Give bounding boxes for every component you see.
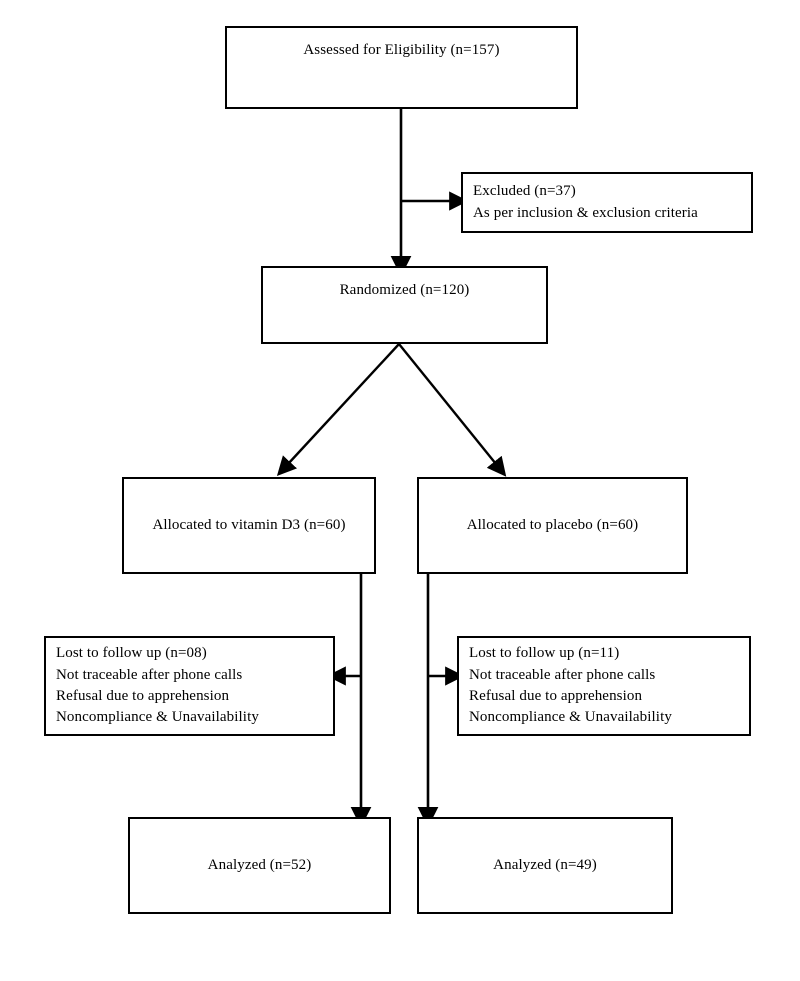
connector-randomized-to-vitamin-d3 (276, 343, 400, 476)
node-randomized: Randomized (n=120) (261, 266, 548, 344)
node-lost-to-follow-up-vitamin-d3: Lost to follow up (n=08) Not traceable a… (44, 636, 335, 736)
node-assessed-label: Assessed for Eligibility (n=157) (303, 42, 500, 58)
node-allocated-placebo-label: Allocated to placebo (n=60) (466, 516, 639, 533)
node-analyzed-placebo-label: Analyzed (n=49) (493, 856, 597, 873)
node-lost-to-follow-up-placebo: Lost to follow up (n=11) Not traceable a… (457, 636, 751, 736)
node-analyzed-vitamin-d3-label: Analyzed (n=52) (207, 856, 312, 873)
node-excluded: Excluded (n=37) As per inclusion & exclu… (461, 172, 753, 233)
node-allocated-placebo: Allocated to placebo (n=60) (417, 477, 688, 574)
node-analyzed-placebo: Analyzed (n=49) (417, 817, 673, 914)
node-assessed-for-eligibility: Assessed for Eligibility (n=157) (225, 26, 578, 109)
node-randomized-label: Randomized (n=120) (339, 282, 470, 298)
node-excluded-label: Excluded (n=37) As per inclusion & exclu… (473, 183, 698, 221)
node-lost-to-follow-up-placebo-label: Lost to follow up (n=11) Not traceable a… (469, 645, 672, 726)
node-lost-to-follow-up-vitamin-d3-label: Lost to follow up (n=08) Not traceable a… (56, 645, 259, 726)
node-analyzed-vitamin-d3: Analyzed (n=52) (128, 817, 391, 914)
connector-randomized-to-placebo (398, 343, 507, 477)
node-allocated-vitamin-d3-label: Allocated to vitamin D3 (n=60) (152, 516, 346, 533)
node-allocated-vitamin-d3: Allocated to vitamin D3 (n=60) (122, 477, 376, 574)
